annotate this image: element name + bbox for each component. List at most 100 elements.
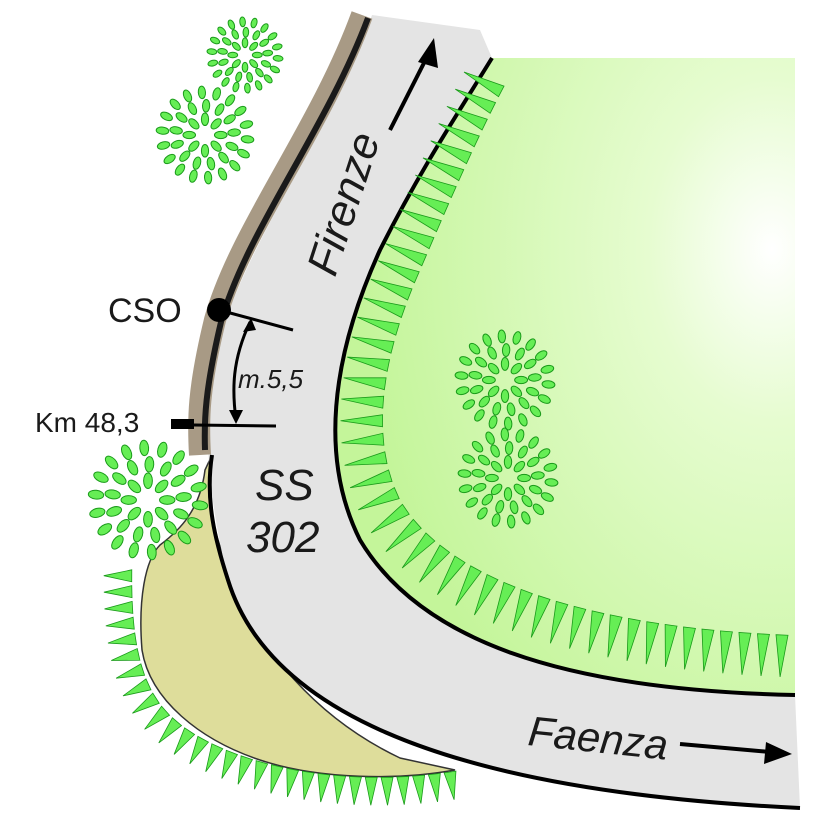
leaf [481,375,496,385]
leaf [240,135,255,144]
tree-icon [457,427,559,529]
leaf [251,51,263,59]
leaf [246,71,254,83]
slope-tooth [254,760,269,790]
leaf [183,464,199,477]
slope-tooth [396,776,410,805]
leaf [237,148,250,159]
leaf [503,487,513,502]
leaf [500,356,510,371]
leaf [235,71,243,83]
leaf [182,89,193,103]
slope-tooth [105,616,135,630]
slope-tooth [132,692,160,714]
leaf [468,342,481,355]
leaf [459,356,473,366]
slope-tooth [438,123,480,148]
slope-tooth [446,105,488,131]
slope-tooth [385,243,428,267]
leaf [169,98,181,111]
slope-tooth [358,487,400,511]
leaf [500,389,510,404]
slope-tooth [588,610,605,654]
leaf [482,333,492,347]
leaf [210,140,222,152]
slope-tooth [701,628,715,672]
slope-tooth [340,414,383,428]
slope-tooth [569,605,587,649]
slope-tooth [173,727,196,755]
road-name-line2: 302 [246,513,319,562]
leaf [159,495,176,505]
leaf [249,41,259,51]
slope-tooth [363,297,406,319]
embankment-slope-marks [340,71,789,678]
leaf [172,450,185,465]
leaf [174,163,186,176]
leaf [160,111,173,122]
slope-tooth [370,278,413,301]
slope-tooth [455,88,497,114]
slope-tooth [270,764,284,794]
slope-tooth [664,624,678,668]
leaf [472,482,487,493]
km-marker [171,419,194,429]
leaf [234,105,247,117]
trees [87,16,559,561]
arrow-head-up [243,318,256,332]
leaf [209,36,221,45]
leaf [255,67,264,78]
leaf [269,65,281,74]
leaf [540,492,554,502]
distance-label: m.5,5 [238,364,304,394]
leaf [154,506,169,521]
leaf [212,69,223,78]
leaf [259,38,270,47]
leaf [513,460,526,473]
leaf [503,454,513,469]
slope-tooth [463,71,505,98]
leaf [272,55,284,62]
leaf [213,130,228,140]
leaf [525,338,536,351]
leaf [218,58,229,66]
slope-tooth [343,377,387,391]
leaf [173,508,189,520]
leaf [156,141,171,150]
slope-tooth [437,555,466,595]
slope-tooth [301,770,315,800]
leaf [212,87,222,101]
leaf [488,415,498,429]
leaf [97,523,113,536]
leaf [89,507,106,518]
leaf [521,495,533,508]
leaf [229,159,241,172]
slope-tooth [237,755,254,785]
slope-tooth [645,621,660,665]
leaf [227,128,241,137]
leaf [159,461,172,477]
leaf [490,460,503,473]
leaf [523,358,537,370]
leaf [187,102,198,116]
leaf [217,167,228,181]
leaf [471,440,484,453]
slope-tooth [385,518,422,553]
leaf [468,371,483,380]
road-name-line1: SS [255,461,314,510]
leaf [170,474,186,487]
leaf [487,346,497,360]
wall-line [201,16,371,451]
leaf [203,170,213,185]
slope-tooth [455,565,482,606]
leaf [515,429,525,443]
leaf [116,519,131,533]
slope-tooth [103,585,133,599]
leaf [518,413,528,427]
slope-tooth [400,209,442,233]
leaf [155,126,170,135]
slope-tooth [205,743,224,773]
leaf [527,373,542,382]
slope-tooth [430,140,472,165]
